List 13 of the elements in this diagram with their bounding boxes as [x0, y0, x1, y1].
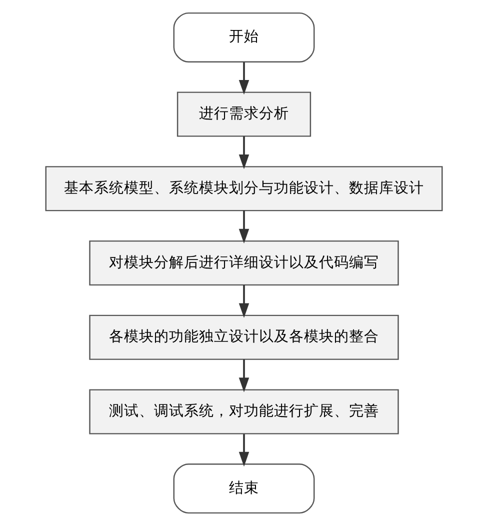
node-box: 测试、调试系统，对功能进行扩展、完善 — [89, 389, 399, 434]
node-box: 各模块的功能独立设计以及各模块的整合 — [89, 314, 399, 360]
arrow — [238, 359, 250, 392]
node-box: 结束 — [173, 464, 315, 514]
arrow — [238, 434, 250, 467]
arrow — [238, 285, 250, 318]
arrow — [238, 136, 250, 170]
node-box: 进行需求分析 — [176, 92, 312, 137]
arrow — [238, 62, 250, 95]
node-box: 开始 — [173, 12, 315, 62]
node-box: 对模块分解后进行详细设计以及代码编写 — [89, 240, 399, 286]
node-box: 基本系统模型、系统模块划分与功能设计、数据库设计 — [45, 166, 443, 212]
arrow — [238, 210, 250, 244]
